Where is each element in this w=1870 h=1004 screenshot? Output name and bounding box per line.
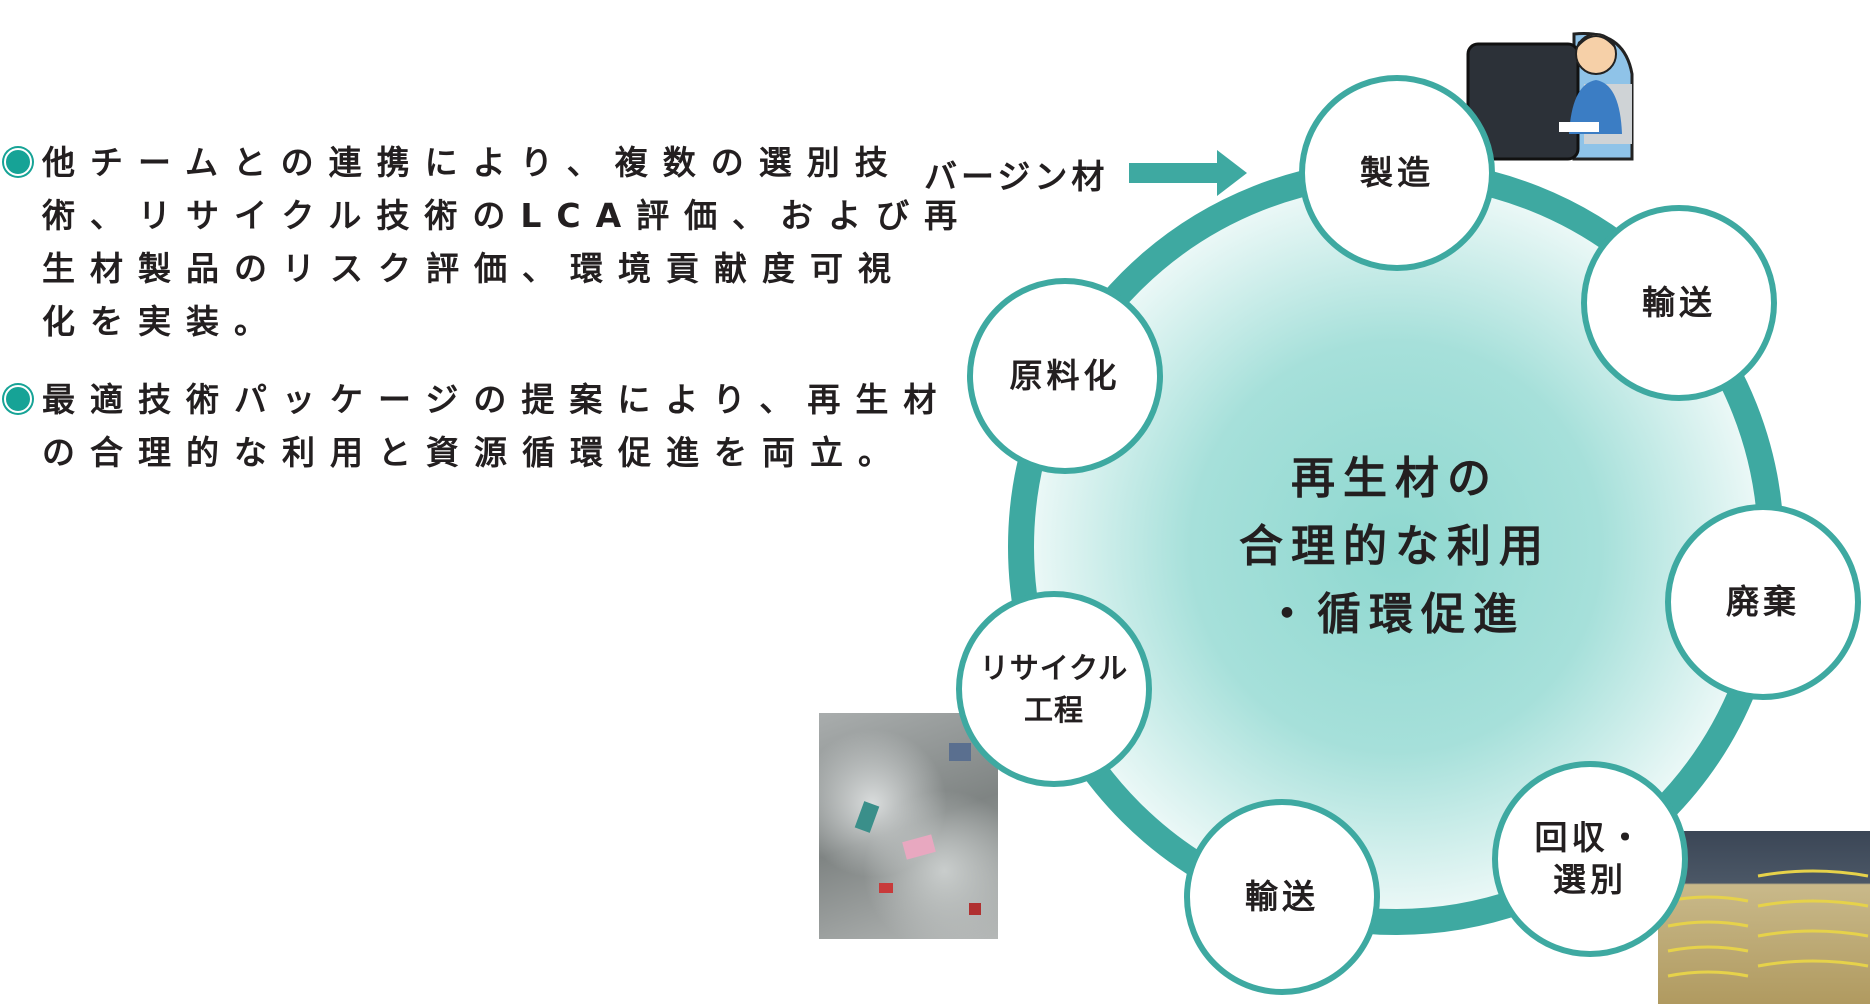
node-label: 輸送 bbox=[1245, 877, 1319, 916]
node-label: 回収・ bbox=[1534, 818, 1646, 857]
bullet-item: 最適技術パッケージの提案により、再生材 の合理的な利用と資源循環促進を両立。 bbox=[0, 373, 952, 479]
cycle-node-disposal: 廃棄 bbox=[1665, 504, 1861, 700]
bullet-text-line: 最適技術パッケージの提案により、再生材 bbox=[42, 380, 952, 419]
cycle-node-transport-1: 輸送 bbox=[1581, 205, 1777, 401]
node-label: 製造 bbox=[1360, 153, 1434, 192]
center-title-line: 合理的な利用 bbox=[1239, 521, 1551, 572]
node-label: 輸送 bbox=[1642, 283, 1716, 322]
node-label: リサイクル bbox=[979, 651, 1129, 685]
bullet-dot-icon bbox=[4, 385, 32, 413]
center-title-line: 再生材の bbox=[1291, 453, 1499, 504]
worker-illustration bbox=[1466, 32, 1634, 161]
bullet-text-line: 化を実装。 bbox=[42, 302, 282, 341]
node-label: 選別 bbox=[1553, 860, 1627, 899]
bullet-item: 他チームとの連携により、複数の選別技 術、リサイクル技術のLCA評価、および再 … bbox=[0, 136, 973, 348]
node-label: 原料化 bbox=[1009, 356, 1121, 395]
node-label: 廃棄 bbox=[1726, 582, 1800, 621]
cycle-node-manufacturing: 製造 bbox=[1299, 75, 1495, 271]
bullet-dot-icon bbox=[4, 148, 32, 176]
plastic-bales-photo bbox=[1658, 831, 1870, 1004]
bullet-text-line: の合理的な利用と資源循環促進を両立。 bbox=[42, 433, 906, 472]
node-label: 工程 bbox=[1023, 693, 1084, 727]
cycle-node-recycling-process: リサイクル 工程 bbox=[956, 591, 1152, 787]
bullet-text-line: 他チームとの連携により、複数の選別技 bbox=[42, 143, 903, 182]
arrow-right-icon bbox=[1129, 150, 1247, 196]
recycled-flakes-photo bbox=[819, 713, 998, 939]
cycle-node-transport-2: 輸送 bbox=[1184, 799, 1380, 995]
cycle-center-title: 再生材の 合理的な利用 ・循環促進 bbox=[1195, 445, 1595, 649]
bullet-text-line: 生材製品のリスク評価、環境貢献度可視 bbox=[42, 249, 906, 288]
bullet-list: 他チームとの連携により、複数の選別技 術、リサイクル技術のLCA評価、および再 … bbox=[0, 136, 973, 504]
cycle-node-raw-material: 原料化 bbox=[967, 278, 1163, 474]
bullet-text-line: 術、リサイクル技術のLCA評価、および再 bbox=[42, 196, 973, 235]
cycle-node-collection-sorting: 回収・ 選別 bbox=[1492, 761, 1688, 957]
center-title-line: ・循環促進 bbox=[1265, 589, 1525, 640]
virgin-material-label: バージン材 bbox=[924, 157, 1109, 196]
